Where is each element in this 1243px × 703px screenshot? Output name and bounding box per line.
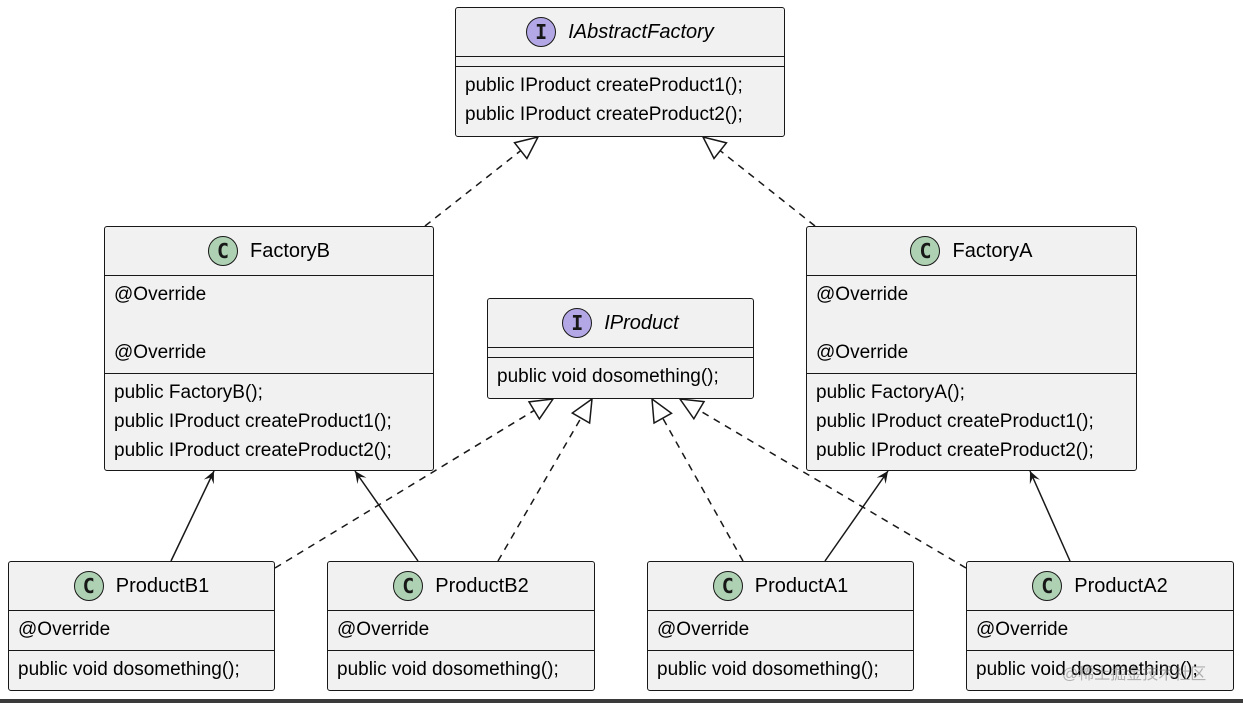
field: @Override — [337, 619, 430, 640]
relation-productb1-to-iproduct-line — [274, 409, 535, 569]
class-header: I IProduct — [488, 299, 753, 347]
methods-section: public FactoryA(); public IProduct creat… — [807, 373, 1136, 471]
class-stereotype-icon: C — [712, 571, 743, 601]
method: public void dosomething(); — [976, 659, 1198, 680]
method: public IProduct createProduct1(); — [465, 75, 743, 96]
realization-arrowhead — [513, 135, 540, 160]
class-stereotype-icon: C — [393, 571, 424, 601]
realization-arrowhead — [527, 398, 555, 421]
method: public void dosomething(); — [18, 659, 240, 680]
class-producta1[interactable]: C ProductA1 @Override public void dosome… — [647, 561, 914, 691]
field: @Override — [816, 284, 909, 305]
class-factorya[interactable]: C FactoryA @Override @Override public Fa… — [806, 226, 1137, 471]
field: @Override — [114, 342, 207, 363]
class-header: I IAbstractFactory — [456, 8, 784, 56]
class-name: ProductB1 — [115, 574, 210, 597]
field: @Override — [976, 619, 1069, 640]
methods-section: public FactoryB(); public IProduct creat… — [105, 373, 433, 471]
methods-section: public void dosomething(); — [967, 650, 1233, 690]
fields-section: @Override — [9, 610, 274, 650]
relation-factoryb-to-iabstractfactory-line — [424, 150, 522, 227]
method: public void dosomething(); — [497, 366, 719, 387]
fields-section: @Override — [328, 610, 594, 650]
class-name: FactoryB — [249, 239, 331, 262]
realization-arrowhead — [678, 398, 706, 421]
fields-section — [456, 56, 784, 66]
fields-section: @Override @Override — [105, 275, 433, 373]
class-name: ProductA2 — [1074, 574, 1168, 597]
methods-section: public void dosomething(); — [648, 650, 913, 690]
method: public IProduct createProduct2(); — [816, 440, 1094, 461]
association-arrowhead — [203, 471, 214, 485]
class-productb2[interactable]: C ProductB2 @Override public void dosome… — [327, 561, 595, 691]
relation-producta2-to-factorya-line — [1029, 470, 1071, 562]
class-stereotype-icon: C — [1032, 571, 1063, 601]
class-iproduct[interactable]: I IProduct public void dosomething(); — [487, 298, 754, 399]
method: public IProduct createProduct1(); — [114, 411, 392, 432]
class-name: ProductA1 — [754, 574, 849, 597]
class-stereotype-icon: C — [207, 236, 238, 266]
methods-section: public void dosomething(); — [328, 650, 594, 690]
relation-factorya-to-iabstractfactory-line — [719, 150, 816, 227]
field-blank — [816, 309, 1127, 338]
interface-stereotype-icon: I — [562, 308, 593, 338]
methods-section: public IProduct createProduct1(); public… — [456, 66, 784, 135]
class-stereotype-icon: C — [910, 236, 941, 266]
class-name: FactoryA — [952, 239, 1033, 262]
class-stereotype-icon: C — [73, 571, 104, 601]
relation-productb1-to-factoryb-line — [170, 470, 215, 562]
watermark: @稀土掘金技术社区 — [1062, 666, 1207, 683]
method: public IProduct createProduct2(); — [114, 440, 392, 461]
class-name: IProduct — [604, 311, 679, 334]
realization-arrowhead — [570, 397, 593, 425]
realization-arrowhead — [701, 135, 728, 160]
field: @Override — [114, 284, 207, 305]
methods-section: public void dosomething(); — [488, 357, 753, 397]
method: public IProduct createProduct1(); — [816, 411, 1094, 432]
class-header: C FactoryB — [105, 227, 433, 275]
method: public FactoryB(); — [114, 382, 263, 403]
fields-section: @Override — [648, 610, 913, 650]
class-header: C FactoryA — [807, 227, 1136, 275]
field: @Override — [657, 619, 750, 640]
fields-section: @Override — [967, 610, 1233, 650]
class-iabstractfactory[interactable]: I IAbstractFactory public IProduct creat… — [455, 7, 785, 137]
fields-section: @Override @Override — [807, 275, 1136, 373]
association-arrowhead — [1029, 471, 1040, 485]
field-blank — [114, 309, 424, 338]
relation-producta1-to-factorya-line — [824, 470, 889, 562]
association-arrowhead — [355, 471, 367, 484]
relation-producta1-to-iproduct-line — [662, 417, 744, 562]
method: public FactoryA(); — [816, 382, 965, 403]
class-productb1[interactable]: C ProductB1 @Override public void dosome… — [8, 561, 275, 691]
class-name: ProductB2 — [435, 574, 529, 597]
class-producta2[interactable]: C ProductA2 @Override public void dosome… — [966, 561, 1234, 691]
method: public void dosomething(); — [657, 659, 879, 680]
relation-productb2-to-factoryb-line — [354, 470, 419, 562]
bottom-bar — [0, 699, 1243, 703]
class-header: C ProductB2 — [328, 562, 594, 610]
method: public void dosomething(); — [337, 659, 559, 680]
class-header: C ProductA2 — [967, 562, 1233, 610]
association-arrowhead — [876, 471, 888, 484]
class-header: C ProductB1 — [9, 562, 274, 610]
class-header: C ProductA1 — [648, 562, 913, 610]
fields-section — [488, 347, 753, 357]
class-name: IAbstractFactory — [568, 20, 714, 43]
methods-section: public void dosomething(); — [9, 650, 274, 690]
class-factoryb[interactable]: C FactoryB @Override @Override public Fa… — [104, 226, 434, 471]
relation-productb2-to-iproduct-line — [497, 417, 582, 562]
method: public IProduct createProduct2(); — [465, 104, 743, 125]
interface-stereotype-icon: I — [526, 17, 557, 47]
realization-arrowhead — [651, 397, 673, 425]
field: @Override — [816, 342, 909, 363]
field: @Override — [18, 619, 111, 640]
